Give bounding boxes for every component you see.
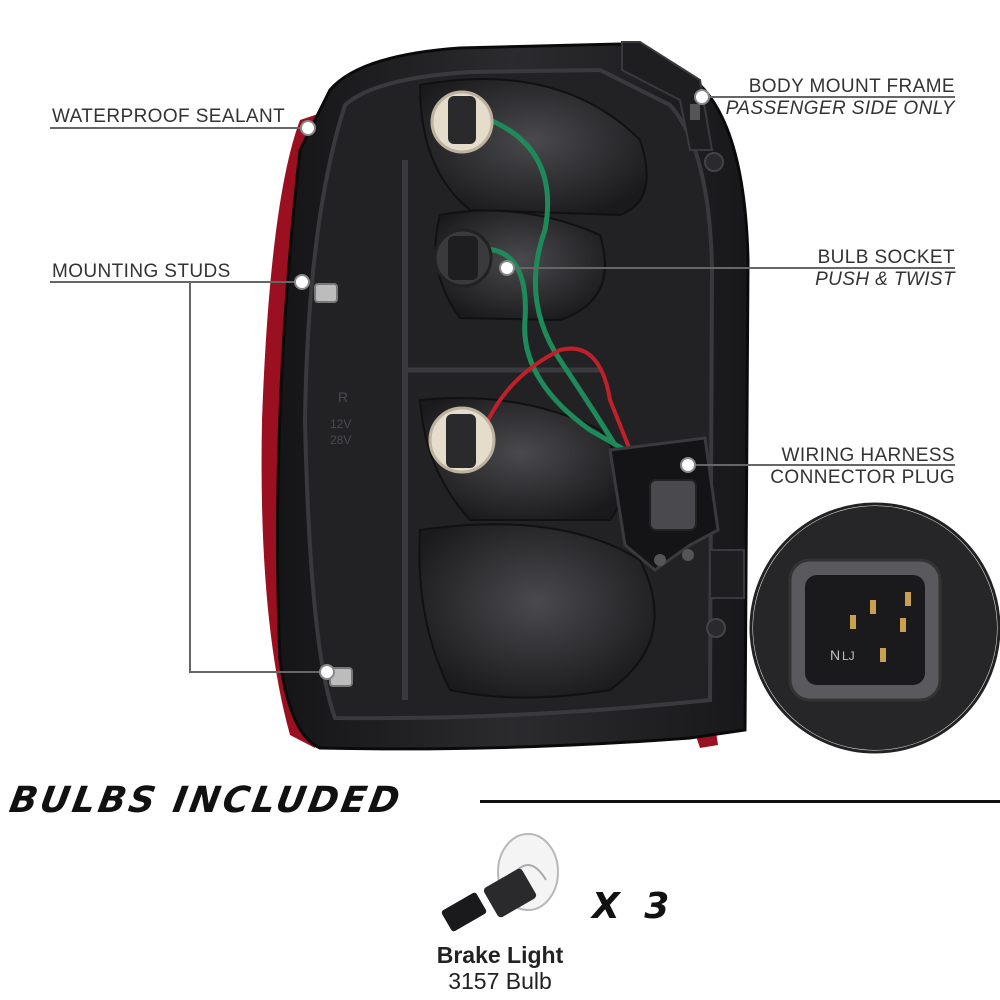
- bulb-socket-middle: [433, 228, 493, 288]
- bulbs-included-heading: BULBS INCLUDED: [6, 780, 406, 821]
- callout-dot: [294, 274, 310, 290]
- mounting-hole: [706, 618, 726, 638]
- bulb-name: Brake Light: [436, 942, 564, 968]
- callout-label: WIRING HARNESS: [781, 445, 955, 466]
- callout-wiring-harness: WIRING HARNESS CONNECTOR PLUG: [770, 446, 955, 487]
- callout-note: PASSENGER SIDE ONLY: [725, 98, 955, 119]
- callout-body-mount-frame: BODY MOUNT FRAME PASSENGER SIDE ONLY: [726, 77, 955, 118]
- housing-marking-12v: 12V: [330, 417, 351, 431]
- callout-label: BULB SOCKET: [817, 247, 955, 268]
- callout-dot: [499, 260, 515, 276]
- callout-label-line2: CONNECTOR PLUG: [770, 467, 955, 488]
- callout-note: PUSH & TWIST: [815, 269, 955, 290]
- housing-marking-28v: 28V: [330, 433, 351, 447]
- connector-closeup-inset: N LJ: [749, 502, 1000, 754]
- heading-rule: [480, 800, 1000, 803]
- connector-marking-n: N: [830, 647, 840, 663]
- mounting-stud-top: [314, 283, 338, 303]
- callout-waterproof-sealant: WATERPROOF SEALANT: [52, 107, 285, 126]
- callout-dot: [694, 89, 710, 105]
- callout-dot: [680, 457, 696, 473]
- mounting-tab: [709, 549, 745, 599]
- connector-marking-lj: LJ: [842, 649, 855, 663]
- bulb-quantity: X 3: [592, 886, 676, 927]
- callout-label: MOUNTING STUDS: [52, 261, 231, 282]
- red-wire: [478, 346, 632, 451]
- green-wire: [489, 117, 618, 447]
- housing-marking-r: R: [338, 389, 348, 405]
- mounting-hole: [704, 152, 724, 172]
- bottom-reflector-cup: [418, 523, 656, 699]
- callout-mounting-studs: MOUNTING STUDS: [52, 262, 231, 281]
- bulb-socket-bottom: [428, 406, 496, 474]
- bulb-code: 3157 Bulb: [448, 968, 552, 994]
- 3157-bulb-icon: [441, 833, 559, 932]
- body-mount-slot: [690, 104, 700, 120]
- body-mount-frame: [621, 41, 714, 151]
- bulb-socket-top: [430, 90, 494, 154]
- callout-dot: [300, 120, 316, 136]
- callout-bulb-socket: BULB SOCKET PUSH & TWIST: [815, 248, 955, 289]
- callout-label: BODY MOUNT FRAME: [748, 76, 955, 97]
- callout-dot: [319, 664, 335, 680]
- green-wire: [469, 246, 627, 453]
- callout-lines: [50, 96, 955, 673]
- callout-label: WATERPROOF SEALANT: [52, 106, 286, 127]
